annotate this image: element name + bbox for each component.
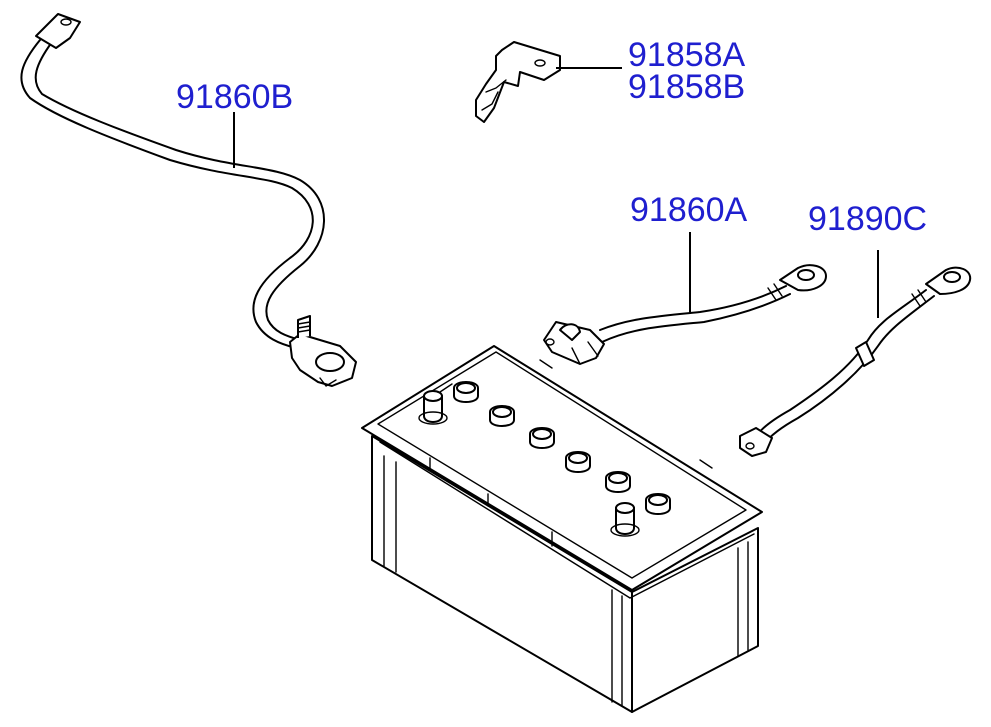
cable-91860a[interactable]	[543, 264, 827, 365]
label-91860b[interactable]: 91860B	[176, 78, 294, 116]
battery[interactable]	[361, 345, 763, 713]
filler-caps	[453, 381, 671, 515]
label-91858a[interactable]: 91858A	[628, 36, 746, 74]
label-91890c[interactable]: 91890C	[808, 200, 928, 238]
leader-lines	[233, 67, 879, 318]
label-91860a[interactable]: 91860A	[630, 191, 748, 229]
label-91858b[interactable]: 91858B	[628, 68, 746, 106]
cable-91860b[interactable]	[20, 13, 357, 387]
bracket-91858[interactable]	[475, 41, 561, 123]
cable-91890c[interactable]	[739, 266, 972, 457]
